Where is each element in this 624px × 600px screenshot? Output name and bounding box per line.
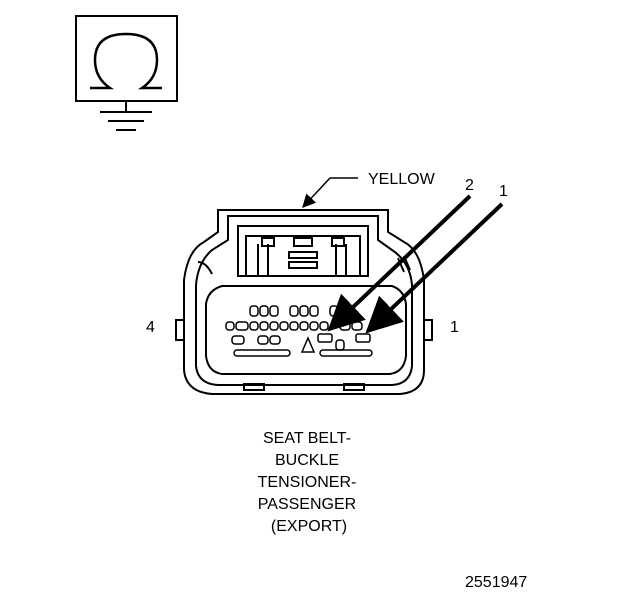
figure-id: 2551947: [465, 574, 527, 591]
yellow-callout: YELLOW: [302, 171, 436, 208]
pin-2-callout: 2: [465, 177, 474, 194]
caption-line-4: PASSENGER: [258, 496, 356, 513]
wire-color-label: YELLOW: [368, 171, 436, 188]
pin-4-side-label: 4: [146, 319, 155, 336]
component-caption: SEAT BELT- BUCKLE TENSIONER- PASSENGER (…: [258, 430, 357, 535]
pin-1-callout: 1: [499, 183, 508, 200]
caption-line-5: (EXPORT): [271, 518, 347, 535]
ohm-ground-icon: [75, 15, 178, 131]
pin-callouts: 2 1: [327, 177, 508, 334]
caption-line-3: TENSIONER-: [258, 474, 357, 491]
connector-body: [175, 209, 433, 395]
caption-line-1: SEAT BELT-: [263, 430, 351, 447]
pin-1-side-label: 1: [450, 319, 459, 336]
pin-cavities: [225, 305, 373, 357]
caption-line-2: BUCKLE: [275, 452, 339, 469]
